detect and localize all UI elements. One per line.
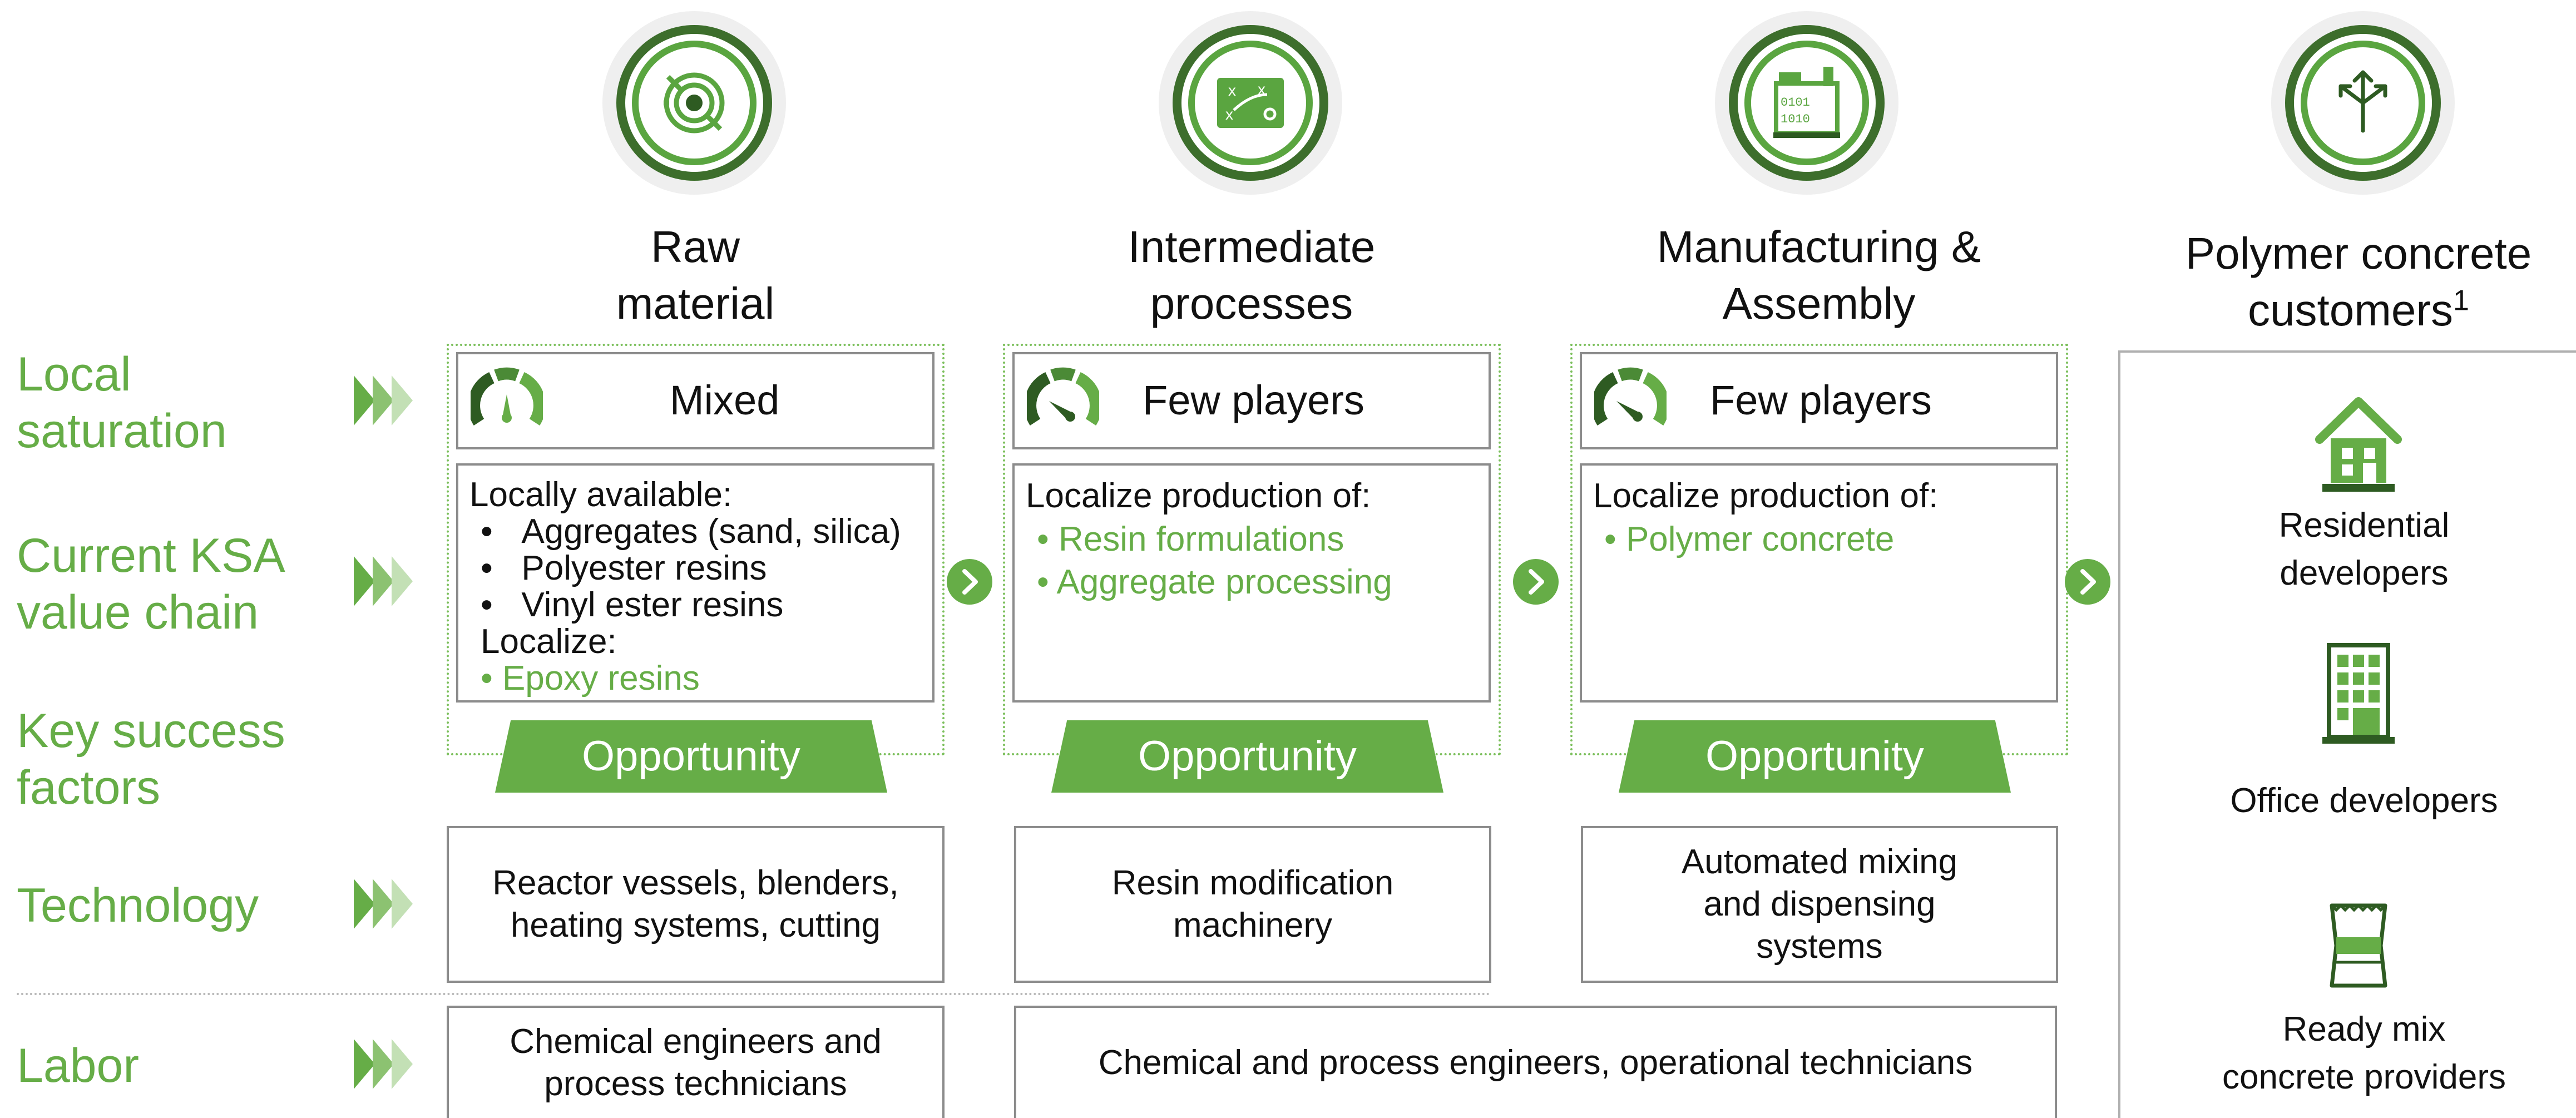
saturation-label: Few players [1710,377,1932,423]
opportunity-banner: Opportunity [1619,720,2011,793]
factory-icon: 0101 1010 [1773,67,1840,138]
heading-line: material [616,279,775,328]
value-chain-intro: Localize production of: [1026,477,1371,515]
strategy-board-icon: x x x [1217,78,1284,128]
chevron-right-icon [1513,559,1559,605]
heading-line: Polymer concrete [2185,229,2532,278]
value-chain-box-intermediate: Localize production of: • Resin formulat… [1012,463,1491,703]
bullet-item: • Aggregates (sand, silica) [481,512,901,551]
gauge-few-players-icon [1027,367,1099,426]
saturation-label: Few players [1143,377,1364,423]
opportunity-banner: Opportunity [1051,720,1443,793]
gauge-mixed-icon [471,367,543,426]
value-chain-intro: Localize production of: [1593,477,1939,515]
saturation-label: Mixed [670,377,780,423]
gauge-few-players-icon [1594,367,1667,426]
customer-label-ready-mix: Ready mix concrete providers [2222,1010,2506,1096]
customer-label-office: Office developers [2230,781,2498,820]
raw-material-icon-badge [602,11,786,195]
row-label-key-success-factors: Key success factors [17,704,285,814]
triple-arrow-icon [354,1039,413,1089]
triple-arrow-icon [354,879,413,929]
heading-line: Raw [650,222,740,271]
heading-line: Intermediate [1128,222,1376,271]
svg-text:x: x [1225,106,1233,123]
opportunity-banner: Opportunity [495,720,887,793]
row-separator [17,993,1491,995]
office-building-icon [2322,643,2395,744]
svg-text:x: x [1228,82,1236,99]
technology-box-manufacturing: Automated mixing and dispensing systems [1581,826,2058,983]
labor-box-shared: Chemical and process engineers, operatio… [1014,1006,2057,1118]
row-label-value-chain: Current KSA value chain [17,529,285,639]
row-label-local-saturation: Local saturation [17,348,227,458]
svg-text:1010: 1010 [1781,112,1810,126]
heading-line-with-footnote: customers1 [2248,284,2469,335]
technology-box-intermediate: Resin modification machinery [1014,826,1491,983]
column-heading-intermediate: Intermediate processes [1074,219,1430,332]
customers-icon-badge [2271,11,2455,195]
technology-box-raw-material: Reactor vessels, blenders, heating syste… [447,826,945,983]
customer-label-residential: Residential developers [2278,506,2450,592]
triple-arrow-icon [354,375,413,426]
chevron-right-icon [2065,559,2110,605]
row-label-technology: Technology [17,879,259,932]
chevron-right-icon [947,559,992,605]
localize-label: Localize: [481,622,617,661]
house-icon [2315,397,2402,492]
footnote-marker: 1 [2453,284,2469,317]
svg-text:0101: 0101 [1781,96,1810,110]
column-heading-customers: Polymer concrete customers1 [2147,225,2570,339]
column-heading-manufacturing: Manufacturing & Assembly [1630,219,2008,332]
saturation-box-manufacturing: Few players [1580,352,2058,449]
value-chain-box-manufacturing: Localize production of: • Polymer concre… [1580,463,2058,703]
localize-item: • Resin formulations [1037,520,1344,558]
saturation-box-raw-material: Mixed [456,352,935,449]
localize-item: • Aggregate processing [1037,563,1392,601]
value-chain-intro: Locally available: [469,476,733,514]
heading-line: Assembly [1722,279,1916,328]
bullet-item: • Vinyl ester resins [481,586,784,624]
split-arrows-icon [2338,70,2387,133]
value-chain-box-raw-material: Locally available: • Aggregates (sand, s… [456,463,935,703]
bullet-item: • Polyester resins [481,549,767,587]
manufacturing-icon-badge: 0101 1010 [1715,11,1898,195]
cement-bag-icon [2330,903,2387,988]
labor-box-raw-material: Chemical engineers and process technicia… [447,1006,945,1118]
heading-line: Manufacturing & [1657,222,1981,271]
localize-item: • Polymer concrete [1604,520,1895,558]
heading-line: processes [1150,279,1353,328]
column-heading-raw-material: Raw material [517,219,873,332]
saturation-box-intermediate: Few players [1012,352,1491,449]
intermediate-icon-badge: x x x [1159,11,1342,195]
customers-panel [2118,350,2576,1118]
triple-arrow-icon [354,556,413,606]
row-label-labor: Labor [17,1039,139,1092]
localize-item: • Epoxy resins [481,659,700,697]
